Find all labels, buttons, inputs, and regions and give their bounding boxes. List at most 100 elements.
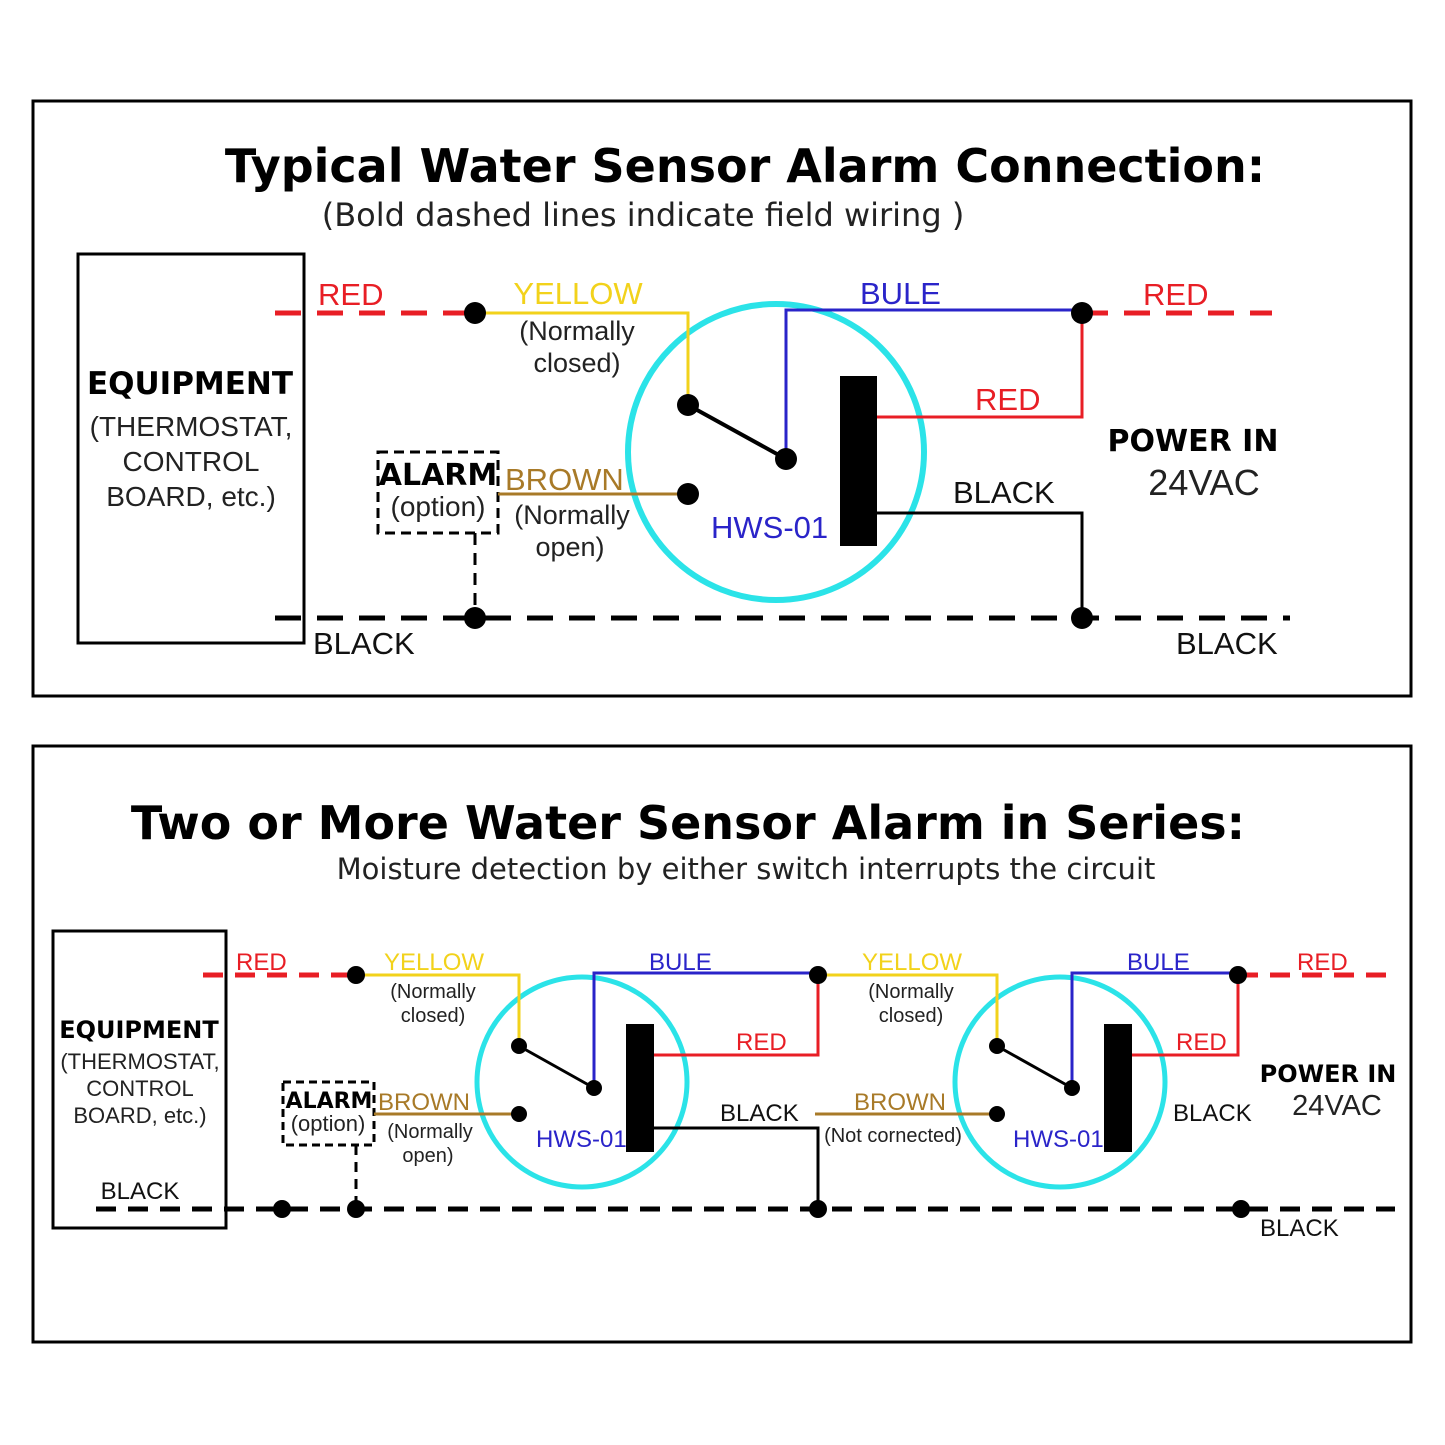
sensor-1-black-inner-wire — [654, 1126, 820, 1209]
label-normally-open-1a: (Normally — [387, 1121, 473, 1143]
sensor-1-switch-arm — [518, 1044, 595, 1090]
label-black-inner: BLACK — [953, 475, 1055, 510]
label-brown-2: BROWN — [854, 1089, 946, 1116]
label-yellow-2: YELLOW — [862, 949, 962, 976]
label-yellow-1: YELLOW — [384, 949, 484, 976]
equipment-title: EQUIPMENT — [87, 366, 293, 402]
label-blue: BULE — [860, 276, 941, 311]
label-red-inner-2: RED — [1176, 1029, 1227, 1056]
equipment-box — [51, 929, 228, 1230]
equipment-line-1: (THERMOSTAT, — [60, 1049, 219, 1074]
switch-terminal-dot — [989, 1038, 1005, 1054]
panel-2-frame — [31, 744, 1413, 1344]
power-in-title: POWER IN — [1260, 1060, 1397, 1088]
switch-pivot-dot — [586, 1080, 602, 1096]
label-red-inner-1: RED — [736, 1029, 787, 1056]
alarm-title: ALARM — [379, 458, 498, 493]
junction-dot — [1232, 1200, 1250, 1218]
alarm-option: (option) — [391, 491, 486, 522]
label-black-right: BLACK — [1176, 626, 1278, 661]
equipment-line-3: BOARD, etc.) — [106, 481, 276, 512]
label-normally-closed-2a: (Normally — [868, 981, 954, 1003]
junction-dot — [464, 302, 486, 324]
sensor-1-label: HWS-01 — [536, 1126, 627, 1153]
sensor-1-yellow-wire — [356, 973, 521, 1046]
label-normally-closed-2b: closed) — [879, 1005, 943, 1027]
switch-terminal-dot — [677, 394, 699, 416]
label-normally-closed-1a: (Normally — [390, 981, 476, 1003]
panel-1-frame — [31, 99, 1413, 698]
equipment-box — [76, 252, 306, 645]
panel-1-title: Typical Water Sensor Alarm Connection: — [225, 139, 1265, 193]
junction-dot — [347, 966, 365, 984]
label-yellow: YELLOW — [513, 276, 643, 311]
switch-pivot-dot — [775, 448, 797, 470]
label-red-left: RED — [236, 949, 287, 976]
equipment-line-3: BOARD, etc.) — [73, 1103, 206, 1128]
sensor-circle — [625, 301, 927, 603]
panel-series-connection: Two or More Water Sensor Alarm in Series… — [31, 744, 1413, 1344]
label-red-right: RED — [1143, 277, 1208, 312]
label-black-inner-1: BLACK — [720, 1100, 799, 1127]
power-in-voltage: 24VAC — [1148, 462, 1259, 503]
alarm-title: ALARM — [286, 1089, 373, 1114]
label-black-equipment: BLACK — [101, 1178, 180, 1205]
label-black-inner-2: BLACK — [1173, 1100, 1252, 1127]
switch-terminal-dot — [989, 1106, 1005, 1122]
alarm-option: (option) — [291, 1111, 366, 1136]
junction-dot — [273, 1200, 291, 1218]
equipment-line-2: CONTROL — [86, 1076, 194, 1101]
label-black-left: BLACK — [313, 626, 415, 661]
power-in-voltage: 24VAC — [1292, 1090, 1382, 1122]
blue-wire — [784, 308, 1082, 459]
junction-dot — [809, 966, 827, 984]
sensor-1-bar — [626, 1024, 654, 1152]
switch-terminal-dot — [677, 483, 699, 505]
label-normally-open-1b: open) — [402, 1145, 453, 1167]
power-in-title: POWER IN — [1108, 424, 1279, 459]
junction-dot — [347, 1200, 365, 1218]
label-brown: BROWN — [505, 462, 624, 497]
label-normally-closed-1b: closed) — [401, 1005, 465, 1027]
panel-2-title: Two or More Water Sensor Alarm in Series… — [131, 796, 1245, 850]
sensor-1-blue-wire — [592, 971, 818, 1088]
sensor-2-bar — [1104, 1024, 1132, 1152]
label-normally-open-2: open) — [535, 532, 604, 562]
label-red-inner: RED — [975, 382, 1040, 417]
label-blue-1: BULE — [649, 949, 712, 976]
sensor-bar — [840, 376, 877, 546]
equipment-line-2: CONTROL — [123, 446, 260, 477]
equipment-title: EQUIPMENT — [59, 1016, 219, 1044]
panel-2-subtitle: Moisture detection by either switch inte… — [337, 852, 1156, 886]
sensor-2-switch-arm — [996, 1044, 1073, 1090]
label-brown-1: BROWN — [378, 1089, 470, 1116]
label-blue-2: BULE — [1127, 949, 1190, 976]
sensor-2-yellow-wire — [818, 973, 999, 1046]
label-black-right: BLACK — [1260, 1215, 1339, 1242]
label-normally-closed-2: closed) — [533, 348, 620, 378]
sensor-2-red-inner-wire — [1131, 975, 1240, 1057]
sensor-1-circle — [474, 974, 690, 1190]
sensor-2-circle — [952, 974, 1168, 1190]
label-normally-closed-1: (Normally — [519, 316, 635, 346]
junction-dot — [1071, 302, 1093, 324]
junction-dot — [1071, 607, 1093, 629]
label-red-left: RED — [318, 277, 383, 312]
panel-typical-connection: Typical Water Sensor Alarm Connection: (… — [31, 99, 1413, 698]
label-not-connected: (Not cornected) — [824, 1125, 962, 1147]
switch-arm — [687, 403, 787, 461]
sensor-1-red-inner-wire — [654, 975, 820, 1057]
label-normally-open-1: (Normally — [514, 500, 630, 530]
yellow-wire — [475, 311, 690, 405]
sensor-2-blue-wire — [1070, 971, 1238, 1088]
sensor-2-label: HWS-01 — [1013, 1126, 1104, 1153]
switch-terminal-dot — [511, 1038, 527, 1054]
junction-dot — [809, 1200, 827, 1218]
panel-1-subtitle: (Bold dashed lines indicate field wiring… — [322, 196, 965, 234]
equipment-line-1: (THERMOSTAT, — [90, 411, 293, 442]
sensor-label: HWS-01 — [711, 510, 828, 545]
black-inner-wire — [876, 511, 1084, 618]
junction-dot — [1229, 966, 1247, 984]
switch-pivot-dot — [1064, 1080, 1080, 1096]
